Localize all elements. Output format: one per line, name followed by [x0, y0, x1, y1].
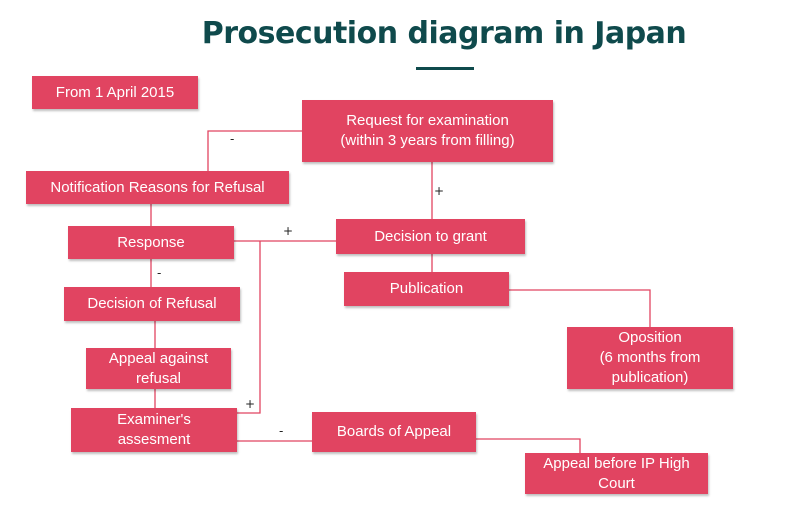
connector-request-notification: [207, 130, 302, 171]
notification-refusal-label: Notification Reasons for Refusal: [50, 178, 265, 196]
ip-high-court-line1: Appeal before IP High: [543, 454, 690, 472]
decision-grant-label: Decision to grant: [374, 227, 487, 245]
boards-appeal-label: Boards of Appeal: [336, 423, 452, 440]
connector-examiner-grant: [237, 241, 261, 414]
opposition-box: Oposition (6 months from publication): [567, 327, 733, 389]
publication-label: Publication: [389, 280, 464, 297]
edge-label-examiner-boards: -: [279, 424, 284, 438]
decision-grant-box: Decision to grant: [336, 219, 525, 254]
appeal-refusal-box: Appeal against refusal: [86, 348, 231, 389]
edge-label-request-notification: -: [230, 132, 235, 146]
request-examination-box: Request for examination (within 3 years …: [302, 100, 553, 162]
appeal-refusal-line2: refusal: [135, 369, 182, 387]
response-label: Response: [117, 233, 185, 251]
connector-boards-ipcourt: [476, 438, 581, 453]
request-examination-line1: Request for examination: [346, 112, 509, 129]
edge-label-examiner-grant: +: [245, 397, 256, 411]
opposition-line1: Oposition: [618, 329, 682, 346]
examiner-assessment-line2: assesment: [117, 431, 191, 448]
edge-label-request-grant: +: [434, 184, 445, 198]
opposition-line2: (6 months from: [599, 349, 701, 366]
examiner-assessment-box: Examiner's assesment: [71, 408, 237, 452]
from-date-box: From 1 April 2015: [32, 76, 198, 109]
response-box: Response: [68, 226, 234, 259]
boards-appeal-box: Boards of Appeal: [312, 412, 476, 452]
opposition-line3: publication): [611, 369, 689, 386]
publication-box: Publication: [344, 272, 509, 306]
connector-publication-opposition: [509, 289, 651, 327]
decision-refusal-label: Decision of Refusal: [87, 295, 217, 312]
edge-label-response-grant: +: [283, 224, 294, 238]
examiner-assessment-line1: Examiner's: [117, 411, 191, 428]
ip-high-court-line2: Court: [598, 474, 635, 492]
ip-high-court-box: Appeal before IP High Court: [525, 453, 708, 494]
appeal-refusal-line1: Appeal against: [108, 349, 209, 367]
request-examination-line2: (within 3 years from filling): [340, 132, 515, 149]
title-underline: [416, 67, 474, 70]
from-date-label: From 1 April 2015: [55, 83, 175, 101]
page-title: Prosecution diagram in Japan: [201, 16, 687, 51]
notification-refusal-box: Notification Reasons for Refusal: [26, 171, 289, 204]
edge-label-response-refusal: -: [157, 266, 162, 280]
decision-refusal-box: Decision of Refusal: [64, 287, 240, 321]
